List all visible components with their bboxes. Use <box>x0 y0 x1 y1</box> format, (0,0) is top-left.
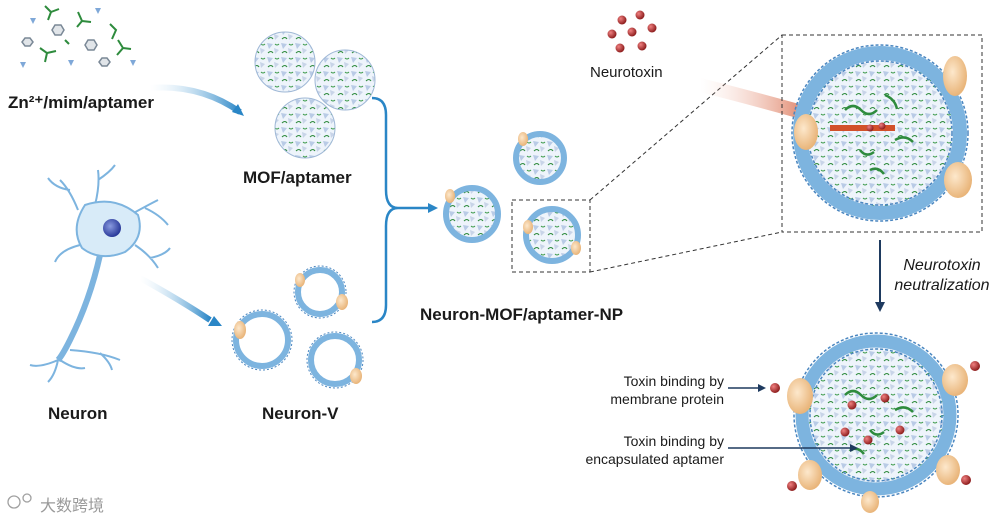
neuron-cell <box>29 164 171 383</box>
reagents-cluster <box>20 5 136 68</box>
label-neuron-v: Neuron-V <box>262 404 339 423</box>
label-toxin-membrane-line2: membrane protein <box>610 391 724 407</box>
label-neutralization: Neurotoxin neutralization <box>886 256 998 296</box>
enlarged-nanoparticle <box>791 44 972 222</box>
arrow-to-neuron-v <box>138 275 212 323</box>
zoom-box-small <box>511 199 591 273</box>
zoom-box-large <box>781 34 983 233</box>
label-zn-mim-aptamer: Zn²⁺/mim/aptamer <box>8 93 154 112</box>
label-toxin-aptamer: Toxin binding by encapsulated aptamer <box>540 432 724 468</box>
label-neuron-mof-aptamer-np: Neuron-MOF/aptamer-NP <box>420 305 624 324</box>
label-neutralization-line1: Neurotoxin <box>903 257 981 274</box>
mof-particles <box>254 31 376 159</box>
neuron-nucleus <box>103 219 121 237</box>
label-neutralization-line2: neutralization <box>894 277 990 294</box>
neuron-v-vesicles <box>231 265 364 389</box>
merge-bracket <box>371 96 399 324</box>
label-mof-aptamer: MOF/aptamer <box>243 168 352 187</box>
arrow-to-mof <box>149 84 242 115</box>
watermark-text: 大数跨境 <box>40 498 105 515</box>
label-toxin-aptamer-line2: encapsulated aptamer <box>585 451 724 467</box>
toxin-bound-nanoparticle <box>770 332 980 513</box>
label-toxin-membrane: Toxin binding by membrane protein <box>560 372 724 408</box>
label-neurotoxin: Neurotoxin <box>590 64 663 81</box>
label-neuron: Neuron <box>48 404 108 423</box>
neuron-mof-nanoparticles <box>443 131 581 264</box>
neurotoxin-cluster <box>607 10 657 53</box>
watermark-logo <box>7 493 32 509</box>
label-toxin-membrane-line1: Toxin binding by <box>623 373 724 389</box>
label-toxin-aptamer-line1: Toxin binding by <box>623 433 724 449</box>
